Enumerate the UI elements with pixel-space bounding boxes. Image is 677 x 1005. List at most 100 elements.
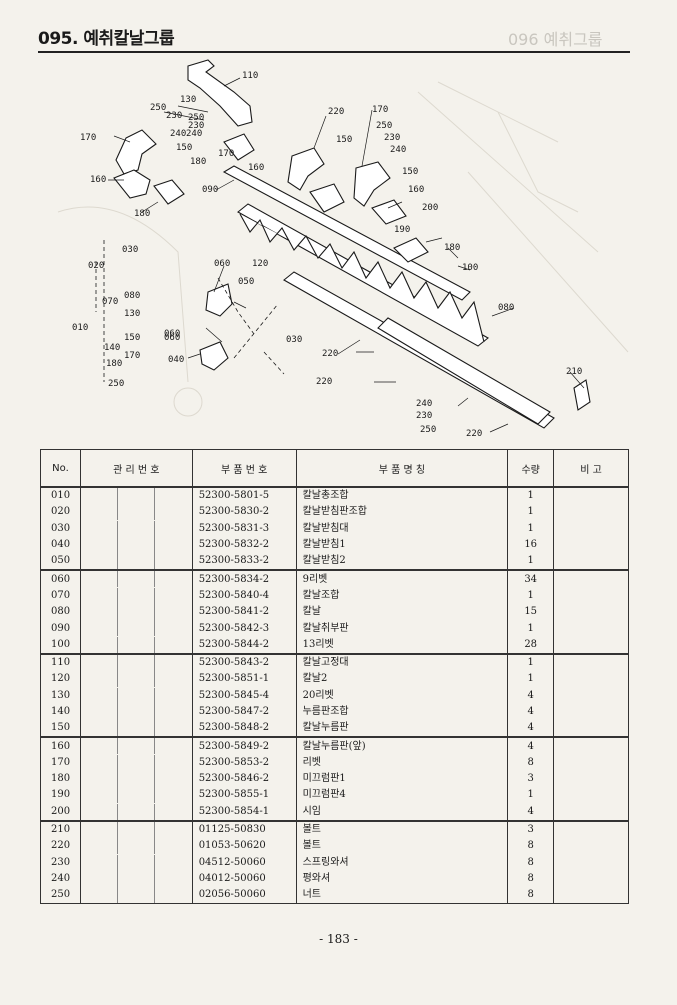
cell-mgmt bbox=[79, 803, 193, 822]
callout-label: 250 bbox=[108, 379, 124, 389]
cell-mgmt bbox=[79, 838, 193, 855]
cell-no: 080 bbox=[40, 604, 81, 621]
callout-label: 150 bbox=[402, 167, 418, 177]
cell-part-no: 52300-5832-2 bbox=[191, 536, 297, 554]
cell-part-no: 52300-5855-1 bbox=[191, 787, 297, 804]
cell-part-no: 52300-5845-4 bbox=[191, 687, 297, 704]
cell-mgmt bbox=[79, 570, 193, 588]
cell-no: 050 bbox=[40, 553, 81, 572]
cell-name: 평와셔 bbox=[295, 870, 509, 888]
cell-mgmt bbox=[79, 636, 193, 655]
callout-label: 180 bbox=[106, 359, 122, 369]
callout-label: 120 bbox=[252, 259, 268, 269]
callout-label: 130 bbox=[180, 95, 196, 105]
callout-label: 150 bbox=[176, 143, 192, 153]
cell-part-no: 52300-5801-5 bbox=[191, 487, 297, 505]
callout-label: 080 bbox=[124, 291, 140, 301]
callout-label: 040 bbox=[168, 355, 184, 365]
cell-remark bbox=[553, 687, 629, 704]
cell-part-no: 04012-50060 bbox=[191, 870, 297, 888]
cell-qty: 1 bbox=[507, 520, 555, 537]
cell-qty: 8 bbox=[507, 887, 555, 905]
callout-label: 200 bbox=[422, 203, 438, 213]
cell-mgmt bbox=[79, 887, 193, 905]
cell-mgmt bbox=[79, 754, 193, 772]
cell-remark bbox=[553, 870, 629, 888]
cell-no: 020 bbox=[40, 504, 81, 521]
callout-label: 170 bbox=[80, 133, 96, 143]
cell-remark bbox=[553, 536, 629, 554]
cell-name: 칼날고정대 bbox=[295, 653, 509, 672]
callout-label: 140 bbox=[104, 343, 120, 353]
cell-part-no: 52300-5853-2 bbox=[191, 754, 297, 772]
cell-no: 160 bbox=[40, 737, 81, 755]
callout-label: 060 bbox=[214, 259, 230, 269]
cell-mgmt bbox=[79, 820, 193, 839]
cell-no: 240 bbox=[40, 870, 81, 888]
cell-mgmt bbox=[79, 536, 193, 554]
cell-remark bbox=[553, 720, 629, 739]
cell-mgmt bbox=[79, 771, 193, 788]
callout-label: 010 bbox=[72, 323, 88, 333]
callout-label: 220 bbox=[322, 349, 338, 359]
cell-name: 칼날누름판(앞) bbox=[295, 737, 509, 755]
callout-label: 240 bbox=[390, 145, 406, 155]
callout-label: 050 bbox=[238, 277, 254, 287]
cell-qty: 15 bbox=[507, 604, 555, 621]
callout-label: 220 bbox=[316, 377, 332, 387]
cell-remark bbox=[553, 504, 629, 521]
cell-remark bbox=[553, 703, 629, 721]
callout-label: 230 bbox=[188, 121, 204, 131]
cell-part-no: 52300-5831-3 bbox=[191, 520, 297, 537]
cell-qty: 4 bbox=[507, 703, 555, 721]
bleed-through-lines bbox=[57, 81, 629, 417]
cell-qty: 4 bbox=[507, 720, 555, 739]
cell-part-no: 52300-5847-2 bbox=[191, 703, 297, 721]
cell-qty: 1 bbox=[507, 487, 555, 505]
cell-mgmt bbox=[79, 504, 193, 521]
callout-label: 230 bbox=[166, 111, 182, 121]
callout-label: 030 bbox=[286, 335, 302, 345]
col-header-mgmt: 관 리 번 호 bbox=[79, 449, 193, 488]
cell-name: 칼날2 bbox=[295, 671, 509, 688]
cell-qty: 1 bbox=[507, 553, 555, 572]
callout-label: 160 bbox=[90, 175, 106, 185]
callout-label: 250 bbox=[150, 103, 166, 113]
cell-no: 040 bbox=[40, 536, 81, 554]
cell-qty: 8 bbox=[507, 870, 555, 888]
cell-mgmt bbox=[79, 854, 193, 871]
cell-name: 시임 bbox=[295, 803, 509, 822]
col-header-part-no: 부 품 번 호 bbox=[191, 449, 297, 488]
cell-name: 칼날총조합 bbox=[295, 487, 509, 505]
cell-qty: 3 bbox=[507, 820, 555, 839]
cell-remark bbox=[553, 737, 629, 755]
callout-label: 150 bbox=[124, 333, 140, 343]
callout-label: 100 bbox=[462, 263, 478, 273]
cell-name: 칼날받침대 bbox=[295, 520, 509, 537]
col-header-qty: 수량 bbox=[507, 449, 555, 488]
callout-label: 110 bbox=[242, 71, 258, 81]
cell-remark bbox=[553, 520, 629, 537]
cell-mgmt bbox=[79, 737, 193, 755]
cell-qty: 4 bbox=[507, 687, 555, 704]
cell-no: 060 bbox=[40, 570, 81, 588]
cell-name: 칼날취부판 bbox=[295, 620, 509, 637]
cell-name: 볼트 bbox=[295, 838, 509, 855]
cell-mgmt bbox=[79, 487, 193, 505]
cell-no: 030 bbox=[40, 520, 81, 537]
callout-label: 180 bbox=[134, 209, 150, 219]
cell-no: 070 bbox=[40, 587, 81, 605]
cell-remark bbox=[553, 487, 629, 505]
